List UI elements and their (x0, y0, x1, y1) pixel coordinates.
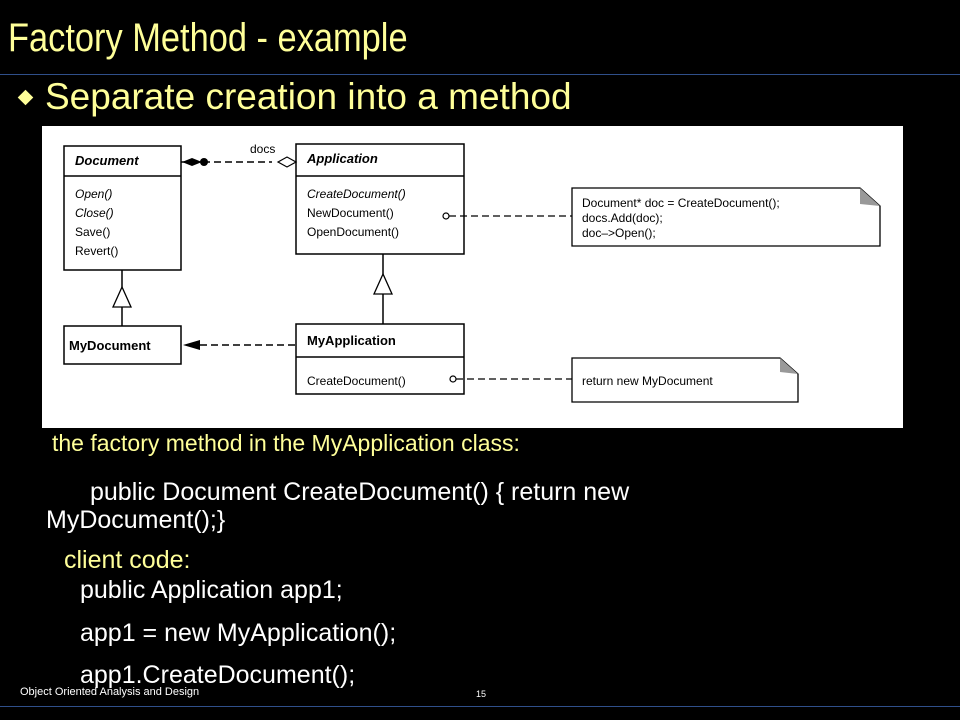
document-method: Open() (75, 187, 112, 201)
footer-course-title: Object Oriented Analysis and Design (20, 686, 200, 698)
document-method: Revert() (75, 244, 118, 258)
docs-association: docs (181, 142, 298, 168)
diamond-bullet-icon (17, 89, 34, 105)
document-inheritance-arrow (111, 270, 133, 326)
note-line: doc–>Open(); (582, 226, 656, 240)
client-code-line: public Application app1; (80, 576, 343, 604)
mydocument-class-name: MyDocument (69, 338, 151, 353)
client-code-label: client code: (64, 546, 191, 574)
note-return-mydocument: return new MyDocument (449, 357, 799, 403)
docs-label: docs (250, 142, 275, 156)
document-class-name: Document (75, 153, 139, 168)
application-method: OpenDocument() (307, 225, 399, 239)
note-line: return new MyDocument (582, 374, 713, 388)
factory-method-label: the factory method in the MyApplication … (52, 430, 520, 456)
application-class-name: Application (306, 151, 378, 166)
title-divider (0, 74, 960, 75)
document-method: Close() (75, 206, 114, 220)
application-class-box: Application CreateDocument() NewDocument… (295, 143, 465, 255)
slide-title: Factory Method - example (8, 16, 408, 60)
client-code-line: app1 = new MyApplication(); (80, 619, 397, 647)
document-method: Save() (75, 225, 110, 239)
creates-dependency (183, 340, 296, 350)
mydocument-class-box: MyDocument (63, 325, 182, 365)
note-line: Document* doc = CreateDocument(); (582, 196, 780, 210)
uml-class-diagram: Document Open() Close() Save() Revert() … (42, 126, 903, 428)
factory-code-line: MyDocument();} (46, 506, 226, 534)
application-inheritance-arrow (372, 254, 394, 324)
bullet-point: Separate creation into a method (14, 74, 572, 120)
page-number: 15 (476, 689, 487, 699)
bullet-text: Separate creation into a method (45, 76, 572, 117)
myapplication-class-name: MyApplication (307, 333, 396, 348)
client-code-line: app1.CreateDocument(); (80, 661, 356, 689)
document-class-box: Document Open() Close() Save() Revert() (63, 145, 182, 271)
myapplication-class-box: MyApplication CreateDocument() (295, 323, 465, 395)
footer-divider (0, 706, 960, 707)
application-method: CreateDocument() (307, 187, 406, 201)
application-method: NewDocument() (307, 206, 394, 220)
myapplication-method: CreateDocument() (307, 374, 406, 388)
factory-code-line: public Document CreateDocument() { retur… (90, 478, 630, 506)
note-createdocument: Document* doc = CreateDocument(); docs.A… (442, 187, 881, 247)
note-line: docs.Add(doc); (582, 211, 663, 225)
